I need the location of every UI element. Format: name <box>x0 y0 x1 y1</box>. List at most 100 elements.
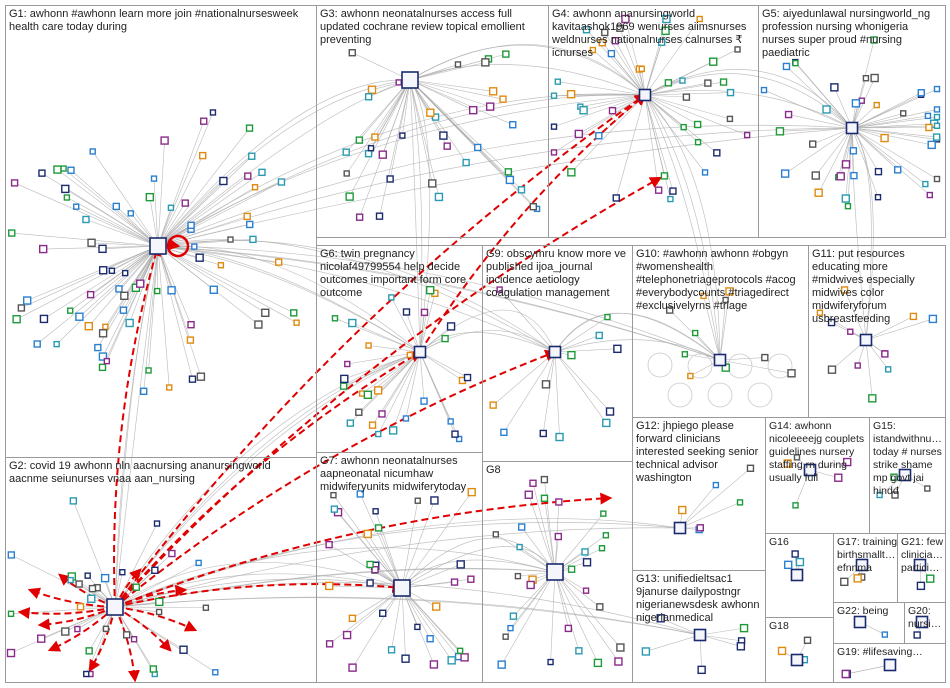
node[interactable] <box>53 340 60 348</box>
node[interactable] <box>414 497 421 504</box>
node[interactable] <box>529 479 537 487</box>
node[interactable] <box>388 426 398 435</box>
hub-node-g4[interactable] <box>638 88 652 102</box>
hub-node-g12[interactable] <box>673 521 687 535</box>
node[interactable] <box>7 610 15 618</box>
node[interactable] <box>704 79 712 87</box>
node[interactable] <box>356 490 364 498</box>
node[interactable] <box>108 267 116 275</box>
node[interactable] <box>526 580 535 590</box>
node[interactable] <box>667 195 674 203</box>
node[interactable] <box>428 179 437 188</box>
node[interactable] <box>460 653 469 662</box>
node[interactable] <box>739 623 749 633</box>
node[interactable] <box>74 625 81 633</box>
node[interactable] <box>145 192 155 202</box>
node[interactable] <box>567 565 576 573</box>
node[interactable] <box>406 351 414 359</box>
node[interactable] <box>836 172 845 181</box>
node[interactable] <box>374 524 383 532</box>
node[interactable] <box>454 61 462 68</box>
node[interactable] <box>387 646 396 654</box>
node[interactable] <box>874 167 883 176</box>
hub-node-g13[interactable] <box>693 628 707 642</box>
node[interactable] <box>713 149 721 157</box>
node[interactable] <box>868 394 877 403</box>
node[interactable] <box>792 502 799 509</box>
node[interactable] <box>656 614 665 623</box>
node[interactable] <box>793 454 801 461</box>
node[interactable] <box>595 132 603 140</box>
node[interactable] <box>386 175 394 183</box>
node[interactable] <box>209 285 218 294</box>
node[interactable] <box>363 529 372 539</box>
node[interactable] <box>712 481 720 489</box>
node[interactable] <box>595 331 603 340</box>
hub-node-g11[interactable] <box>859 333 873 347</box>
node[interactable] <box>874 193 882 201</box>
node[interactable] <box>191 243 198 250</box>
node[interactable] <box>261 308 270 317</box>
node[interactable] <box>881 350 889 358</box>
node[interactable] <box>98 363 107 372</box>
node[interactable] <box>366 560 374 569</box>
node[interactable] <box>88 584 97 593</box>
node[interactable] <box>23 296 32 305</box>
node[interactable] <box>616 24 624 32</box>
node[interactable] <box>822 105 831 114</box>
node[interactable] <box>447 418 454 425</box>
node[interactable] <box>98 266 108 275</box>
node[interactable] <box>641 647 651 656</box>
node[interactable] <box>928 314 938 324</box>
node[interactable] <box>181 199 189 207</box>
node[interactable] <box>516 543 523 551</box>
node[interactable] <box>430 496 439 505</box>
node[interactable] <box>227 236 234 243</box>
node[interactable] <box>195 253 204 262</box>
node[interactable] <box>87 594 96 603</box>
node[interactable] <box>395 79 402 86</box>
node[interactable] <box>589 46 597 54</box>
node[interactable] <box>638 65 645 73</box>
node[interactable] <box>325 640 334 648</box>
node[interactable] <box>736 499 744 506</box>
node[interactable] <box>87 238 96 247</box>
node[interactable] <box>443 142 451 150</box>
node[interactable] <box>693 120 702 129</box>
node[interactable] <box>60 165 67 172</box>
node[interactable] <box>375 212 384 220</box>
node[interactable] <box>616 643 625 652</box>
node[interactable] <box>575 647 583 655</box>
node[interactable] <box>249 235 257 244</box>
node[interactable] <box>246 220 254 229</box>
node[interactable] <box>8 229 16 237</box>
node[interactable] <box>84 572 91 579</box>
node[interactable] <box>893 166 902 174</box>
node[interactable] <box>873 101 880 109</box>
node[interactable] <box>98 352 108 361</box>
hub-node-g3[interactable] <box>401 71 419 89</box>
node[interactable] <box>849 147 858 155</box>
node[interactable] <box>7 551 16 559</box>
node[interactable] <box>890 473 898 481</box>
node[interactable] <box>145 367 152 374</box>
hub-node-g1[interactable] <box>149 237 167 255</box>
node[interactable] <box>364 93 373 101</box>
node[interactable] <box>780 169 790 178</box>
node[interactable] <box>709 57 718 66</box>
node[interactable] <box>913 631 921 639</box>
node[interactable] <box>500 428 508 437</box>
node[interactable] <box>331 315 339 322</box>
node[interactable] <box>550 92 558 99</box>
node[interactable] <box>83 670 90 678</box>
node[interactable] <box>130 636 138 643</box>
node[interactable] <box>63 194 71 201</box>
node[interactable] <box>608 106 617 115</box>
node[interactable] <box>462 158 470 167</box>
node[interactable] <box>761 353 769 362</box>
node[interactable] <box>277 178 286 186</box>
node[interactable] <box>348 318 357 328</box>
hub-node-g20[interactable] <box>915 615 929 629</box>
node[interactable] <box>76 603 85 611</box>
node[interactable] <box>524 490 533 499</box>
